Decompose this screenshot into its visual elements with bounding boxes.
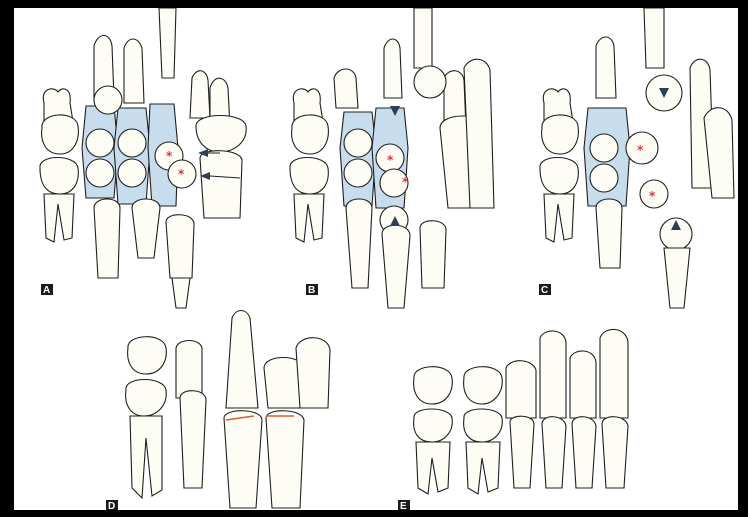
star-marker-a-1: *: [166, 149, 173, 163]
tooth-e-11: [600, 329, 628, 418]
tooth-a-molar-upper: [42, 115, 79, 154]
tooth-b-3: [384, 39, 402, 98]
tooth-e-1: [414, 367, 453, 404]
panel-d-label: D: [108, 501, 115, 510]
tooth-b-crown-5: [414, 66, 446, 98]
panel-e: E: [398, 329, 628, 510]
tooth-b-lower-1: [346, 199, 372, 288]
tooth-e-6: [510, 416, 534, 488]
tooth-a-crown-3: [118, 129, 146, 157]
tooth-c-crown-2: [590, 164, 618, 192]
tooth-c-molar-root: [544, 194, 574, 242]
tooth-e-10: [572, 417, 596, 488]
tooth-c-lower-1: [596, 199, 622, 268]
star-marker-a-2: *: [178, 167, 185, 181]
star-marker-b-1: *: [387, 153, 394, 167]
tooth-e-12: [602, 417, 628, 488]
tooth-d-molar-upper: [128, 337, 167, 374]
tooth-d-4: [226, 311, 258, 409]
panel-d: D: [106, 311, 330, 511]
tooth-d-2: [176, 341, 202, 399]
tooth-e-5: [506, 361, 536, 418]
tooth-b-crown-3: [344, 159, 372, 187]
tooth-a-crown-4: [86, 159, 114, 187]
tooth-e-3: [464, 367, 503, 404]
tooth-d-molar-root: [130, 416, 162, 498]
tooth-a-lower-2: [132, 199, 160, 258]
tooth-b-lower-2: [382, 225, 410, 308]
tooth-a-lower-4: [172, 278, 190, 308]
tooth-b-molar-root: [294, 194, 324, 242]
tooth-a-3: [124, 39, 144, 103]
tooth-d-5: [224, 411, 262, 508]
tooth-a-lower-3: [166, 215, 194, 278]
tooth-c-3: [644, 8, 664, 68]
panel-c: * * C: [539, 8, 734, 308]
teeth-diagram-svg: * * A: [14, 8, 738, 510]
tooth-d-8: [296, 338, 330, 408]
tooth-c-lower-2: [664, 248, 690, 308]
tooth-b-crown-1: [344, 129, 372, 157]
tooth-a-crown-1: [94, 86, 122, 114]
star-marker-b-2: *: [402, 175, 409, 189]
dental-development-figure: * * A: [14, 8, 738, 510]
tooth-e-4: [464, 409, 503, 442]
tooth-a-5: [190, 71, 210, 118]
tooth-a-4: [159, 8, 176, 78]
panel-b: * * B: [290, 8, 494, 308]
tooth-a-lower-1: [94, 199, 120, 278]
tooth-a-crown-5: [118, 159, 146, 187]
tooth-b-right-2: [464, 59, 494, 208]
panel-a: * * A: [40, 8, 246, 308]
tooth-a-molar-lower: [40, 158, 78, 195]
tooth-c-crown-1: [590, 134, 618, 162]
tooth-e-7: [540, 331, 566, 418]
star-marker-c-2: *: [649, 189, 656, 203]
tooth-e-8: [542, 417, 566, 488]
tooth-d-3: [180, 391, 206, 488]
tooth-e-9: [570, 351, 596, 418]
tooth-c-molar-upper: [542, 115, 579, 154]
panel-e-label: E: [400, 501, 407, 510]
tooth-b-lower-3: [420, 221, 446, 288]
tooth-a-crown-2: [86, 129, 114, 157]
panel-a-label: A: [43, 285, 50, 296]
tooth-c-molar-lower: [540, 158, 578, 195]
tooth-b-2: [334, 69, 358, 108]
tooth-a-lower-right: [200, 151, 242, 218]
star-marker-c-1: *: [637, 143, 644, 157]
tooth-a-molar-root: [44, 194, 74, 242]
tooth-e-root-2: [466, 442, 500, 494]
panel-b-label: B: [308, 285, 315, 296]
panel-c-label: C: [541, 285, 548, 296]
tooth-e-2: [414, 409, 453, 442]
tooth-b-molar-lower: [290, 158, 328, 195]
tooth-d-7: [266, 411, 304, 508]
tooth-c-2: [596, 37, 616, 98]
tooth-d-molar-lower: [126, 380, 167, 417]
tooth-b-4: [414, 8, 432, 68]
tooth-a-6-crown: [196, 116, 246, 153]
tooth-b-molar-upper: [292, 115, 329, 154]
tooth-e-root-1: [416, 442, 450, 494]
